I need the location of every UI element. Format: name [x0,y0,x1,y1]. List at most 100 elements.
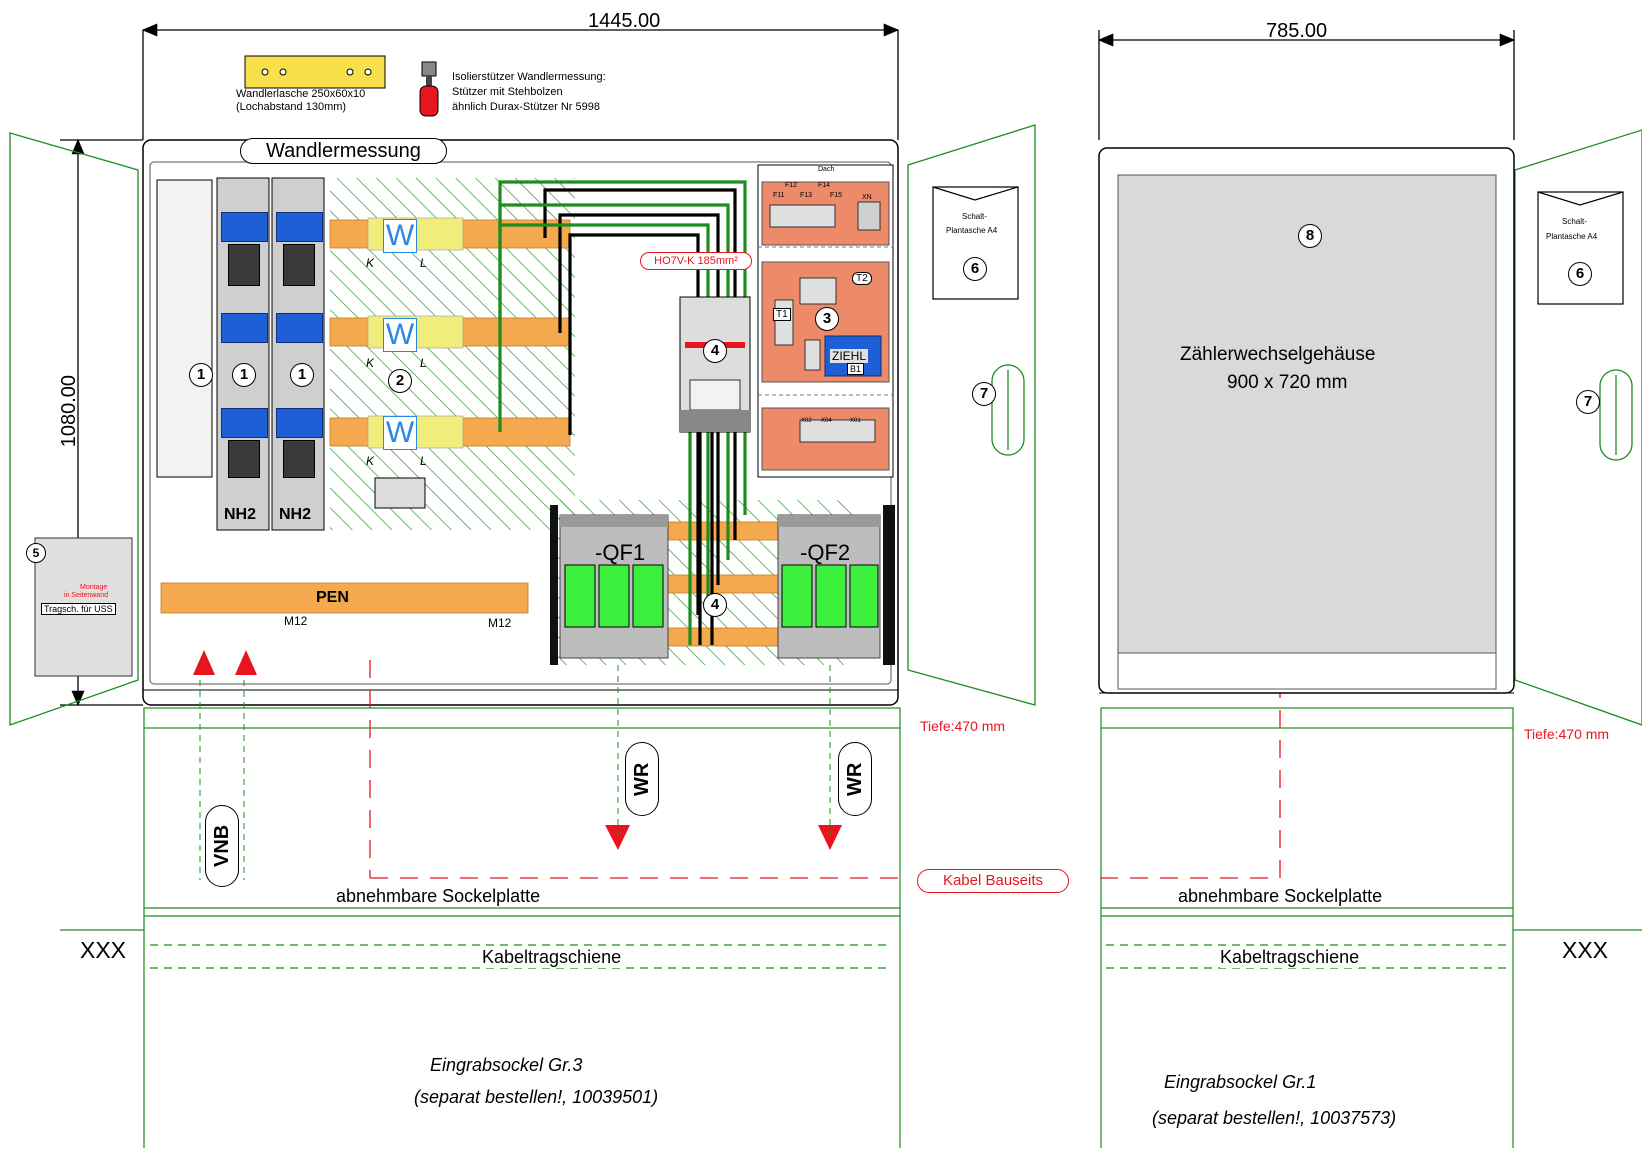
stuetzer-note-line1: Isolierstützer Wandlermessung: [452,71,606,83]
control-dach: Dach [818,166,835,173]
control-ziehl: ZIEHL [830,349,869,363]
plinth-right [1100,707,1514,1148]
control-b1: B1 [847,363,865,375]
stuetzer-note-line2: Stützer mit Stehbolzen [452,86,563,98]
callout-1c: 1 [290,363,314,387]
ct1-k-label: K [366,256,375,270]
pen-m12-left: M12 [284,614,308,628]
cable-spec-label: HO7V-K 185mm² [640,252,752,270]
main-right-door [907,124,1036,706]
meter-housing-size: 900 x 720 mm [1227,372,1348,393]
depth-label-main: Tiefe:470 mm [920,718,1006,734]
label-wr-2: WR [838,742,872,816]
dim-height: 1080.00 [58,375,80,448]
control-fuse-f11: F11 [773,192,785,199]
control-x01: X01 [850,418,861,424]
door-handle-main [991,364,1025,456]
fuse-body-1 [228,244,260,286]
fuse-mid-right [276,313,323,343]
callout-4a: 4 [703,339,727,363]
fuse-mid-left [221,313,268,343]
pocket-meter-line2: Plantasche A4 [1546,232,1598,241]
door-handle-meter [1599,369,1633,461]
ct2-l-label: L [420,356,427,370]
fuse-top-left [221,212,268,242]
ground-marker-right: XXX [1562,937,1609,963]
fuse-label-right: NH2 [279,506,312,523]
left-door [9,132,139,726]
kabeltragschiene-left: Kabeltragschiene [482,947,622,968]
callout-6b: 6 [1568,262,1592,286]
central-device [679,296,751,433]
callout-3: 3 [815,307,839,331]
side-box-seitenwand: in Seitenwand [64,592,108,599]
sockel-right-title: Eingrabsockel Gr.1 [1164,1072,1317,1092]
current-transformer-1: W [383,219,417,253]
control-xn: XN [862,194,872,201]
meter-housing-title: Zählerwechselgehäuse [1180,344,1376,365]
ct1-l-label: L [420,256,427,270]
callout-2: 2 [388,369,412,393]
green-dashed-guides [199,665,831,880]
pocket-main-line2: Plantasche A4 [946,226,998,235]
pen-busbar [160,582,529,614]
callout-6a: 6 [963,257,987,281]
fuse-label-left: NH2 [224,506,257,523]
label-kabel-bauseits: Kabel Bauseits [917,869,1069,893]
fuse-body-4 [283,440,315,478]
plan-pocket-main [932,186,1019,300]
pen-label: PEN [316,589,349,606]
control-fuse-f12: F12 [785,182,798,189]
dim-width-right: 785.00 [1266,20,1328,42]
meter-right-door [1514,129,1642,726]
plinth-left [143,707,901,1148]
breaker-qf1-label: -QF1 [595,540,646,565]
callout-1a: 1 [189,363,213,387]
label-vnb: VNB [205,805,239,887]
breaker-qf2 [777,505,895,665]
dim-width-main: 1445.00 [588,10,661,32]
callout-4b: 4 [703,593,727,617]
ct3-k-label: K [366,454,375,468]
ct2-k-label: K [366,356,375,370]
control-fuse-f15: F15 [830,192,843,199]
lasche-sample [244,55,386,89]
callout-7a: 7 [972,382,996,406]
plan-pocket-meter [1537,191,1624,305]
control-fuse-f13: F13 [800,192,813,199]
side-box-montage: Montage [80,584,108,591]
control-t2: T2 [852,272,872,285]
control-fuse-f14: F14 [818,182,831,189]
callout-7b: 7 [1576,390,1600,414]
fuse-body-3 [228,440,260,478]
sockel-left-title: Eingrabsockel Gr.3 [430,1055,583,1075]
fuse-bot-left [221,408,268,438]
callout-1b: 1 [232,363,256,387]
ground-marker-left: XXX [80,937,127,963]
red-dashed-routes [369,660,1281,879]
breaker-qf1 [550,505,669,665]
lasche-note-line2: (Lochabstand 130mm) [236,101,347,113]
control-x02: X02 [801,418,812,424]
red-arrows [193,625,1285,850]
ct3-l-label: L [420,454,427,468]
fuse-top-right [276,212,323,242]
fuse-body-2 [283,244,315,286]
insulator-icon [419,61,439,117]
kabeltragschiene-right: Kabeltragschiene [1220,947,1360,968]
side-box-rail: Tragsch. für USS [41,603,116,615]
current-transformer-2: W [383,318,417,352]
callout-8: 8 [1298,224,1322,248]
stuetzer-note-line3: ähnlich Durax-Stützer Nr 5998 [452,101,600,113]
sockel-right-order: (separat bestellen!, 10037573) [1152,1108,1397,1128]
pen-m12-right: M12 [488,616,512,630]
label-wr-1: WR [625,742,659,816]
breaker-qf2-label: -QF2 [800,540,851,565]
meter-housing [1098,147,1515,694]
control-t1: T1 [773,308,791,321]
fuse-bot-right [276,408,323,438]
depth-label-meter: Tiefe:470 mm [1524,726,1610,742]
lasche-note-line1: Wandlerlasche 250x60x10 [236,88,366,100]
current-transformer-3: W [383,416,417,450]
pocket-main-line1: Schalt- [962,212,987,221]
